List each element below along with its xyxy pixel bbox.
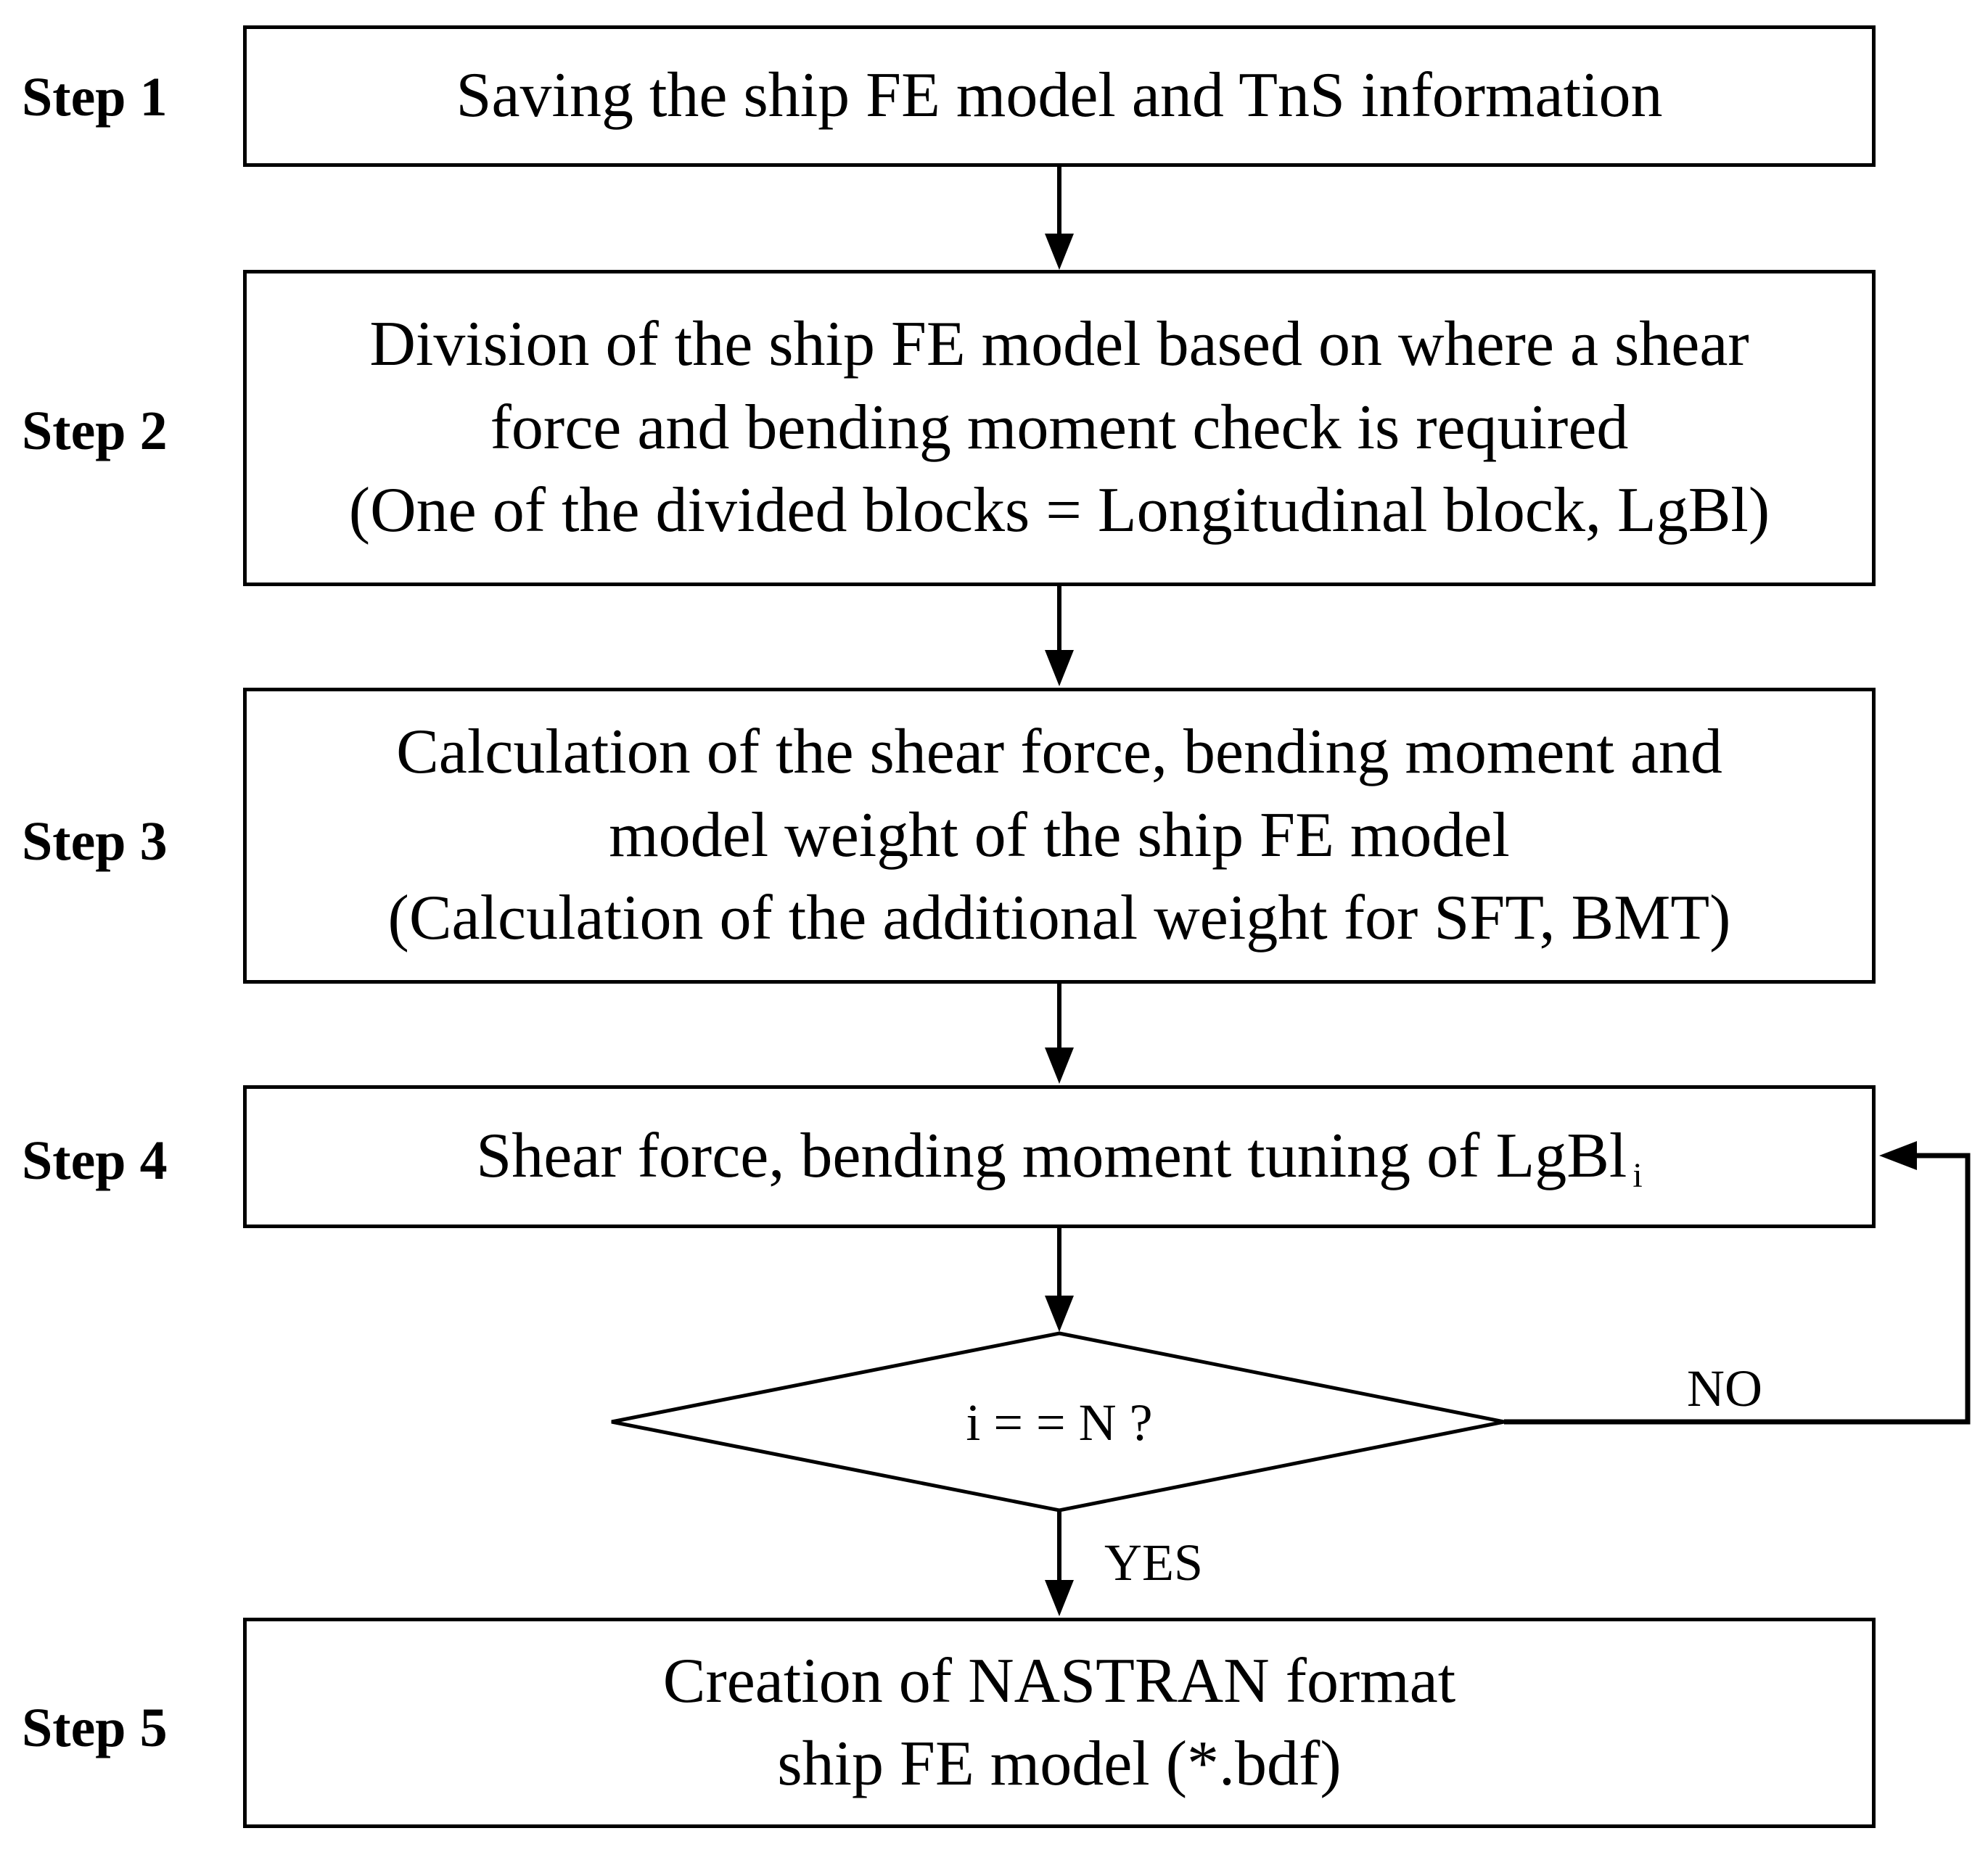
- step-5-text-line-1: Creation of NASTRAN format: [662, 1645, 1456, 1716]
- arrow-no-loop: [1504, 1141, 1971, 1425]
- step-3-label: Step 3: [22, 811, 168, 872]
- step-4-subscript: i: [1632, 1156, 1643, 1195]
- step-1-text: Saving the ship FE model and TnS informa…: [456, 60, 1663, 131]
- step-2-text-line-2: force and bending moment check is requir…: [490, 392, 1629, 463]
- arrow-step4-to-decision: [1045, 1228, 1074, 1332]
- arrow-step3-to-step4: [1045, 984, 1074, 1084]
- step-1-box: Saving the ship FE model and TnS informa…: [243, 25, 1876, 167]
- step-3-text-line-3: (Calculation of the additional weight fo…: [387, 883, 1731, 954]
- step-5-text-line-2: ship FE model (*.bdf): [777, 1729, 1342, 1799]
- step-2-text-line-3: (One of the divided blocks = Longitudina…: [348, 475, 1770, 546]
- step-2-label: Step 2: [22, 400, 168, 461]
- step-3-text-line-1: Calculation of the shear force, bending …: [396, 717, 1722, 788]
- step-4-text-main: Shear force, bending moment tuning of Lg…: [476, 1120, 1627, 1191]
- yes-label: YES: [1104, 1534, 1204, 1592]
- decision-text: i = = N ?: [966, 1394, 1153, 1452]
- step-4-label: Step 4: [22, 1130, 168, 1191]
- step-2-box: Division of the ship FE model based on w…: [243, 270, 1876, 586]
- step-4-text: Shear force, bending moment tuning of Lg…: [476, 1115, 1642, 1198]
- step-1-label: Step 1: [22, 67, 168, 128]
- step-3-box: Calculation of the shear force, bending …: [243, 688, 1876, 984]
- arrow-yes-to-step5: [1045, 1510, 1074, 1616]
- step-2-text-line-1: Division of the ship FE model based on w…: [369, 309, 1749, 380]
- step-4-box: Shear force, bending moment tuning of Lg…: [243, 1085, 1876, 1228]
- step-5-box: Creation of NASTRAN format ship FE model…: [243, 1618, 1876, 1828]
- step-5-label: Step 5: [22, 1697, 168, 1758]
- no-label: NO: [1687, 1359, 1762, 1417]
- arrow-step1-to-step2: [1045, 167, 1074, 270]
- step-3-text-line-2: model weight of the ship FE model: [609, 799, 1510, 871]
- arrow-step2-to-step3: [1045, 586, 1074, 686]
